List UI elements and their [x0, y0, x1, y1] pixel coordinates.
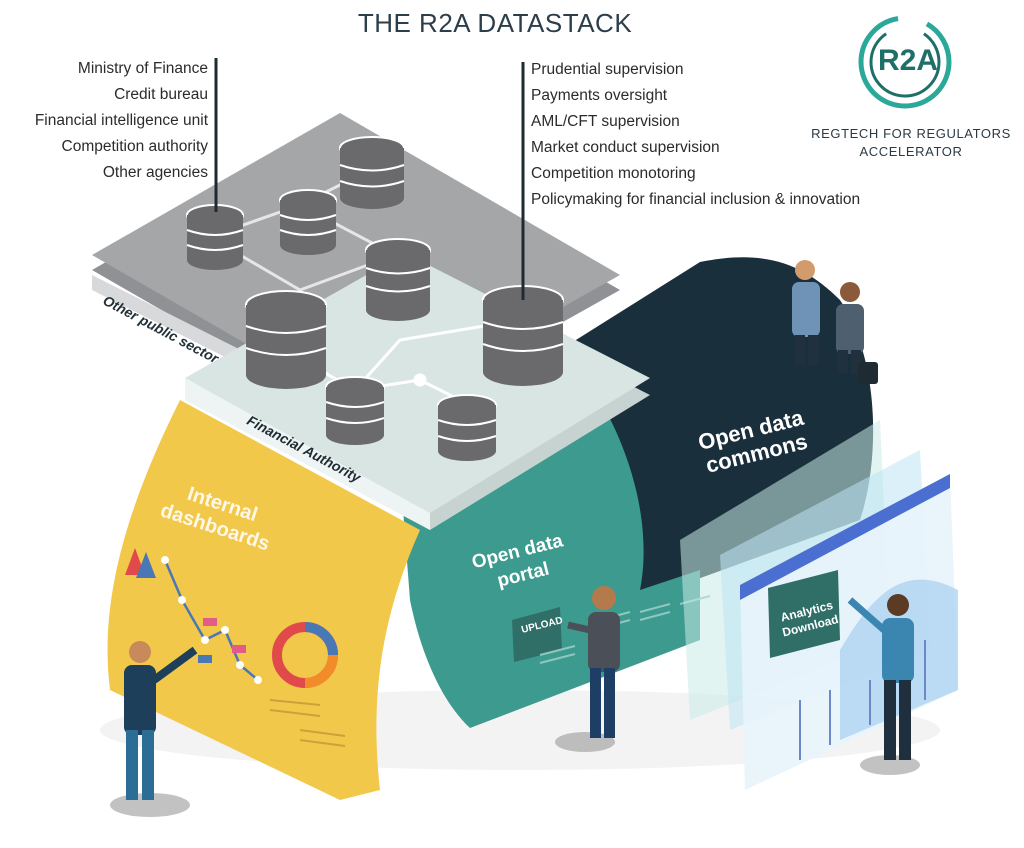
r2a-logo-mark: R2A — [878, 44, 939, 77]
person-icon — [555, 586, 620, 752]
logo-caption: REGTECH FOR REGULATORS ACCELERATOR — [811, 126, 1011, 159]
database-icon — [482, 285, 564, 386]
internal-dashboards-sheet — [107, 400, 420, 800]
upload-panel — [512, 607, 562, 662]
dashboard-line-chart — [161, 556, 262, 684]
list-item: Ministry of Finance — [77, 60, 208, 77]
person-icon — [847, 594, 920, 775]
list-item: Financial intelligence unit — [34, 112, 208, 129]
database-icon — [279, 189, 337, 255]
list-item: Competition monotoring — [531, 165, 696, 182]
list-item: Prudential supervision — [531, 61, 684, 78]
analytics-download-panel — [768, 570, 840, 658]
database-icon — [186, 204, 244, 270]
dashboard-donut-chart — [272, 622, 338, 688]
person-icon — [792, 260, 820, 365]
dashboard-bar-icon — [125, 548, 156, 578]
database-icon — [245, 290, 327, 389]
list-item: Payments oversight — [531, 87, 668, 104]
database-icon — [339, 136, 405, 209]
list-item: Other agencies — [102, 164, 208, 181]
list-item: Market conduct supervision — [531, 139, 720, 156]
list-item: AML/CFT supervision — [531, 113, 680, 130]
supervision-functions-list: Prudential supervision Payments oversigh… — [531, 57, 860, 213]
database-icon — [325, 376, 385, 445]
database-cylinders — [186, 136, 564, 461]
list-item: Credit bureau — [114, 86, 208, 103]
database-icon — [437, 394, 497, 461]
dashboard-text-lines — [269, 699, 346, 747]
r2a-logo-icon — [858, 15, 952, 109]
list-item: Competition authority — [61, 138, 208, 155]
other-agencies-list: Ministry of Finance Credit bureau Financ… — [35, 56, 208, 186]
list-item: Policymaking for financial inclusion & i… — [531, 191, 861, 208]
person-icon — [836, 282, 878, 384]
page-title: THE R2A DATASTACK — [357, 8, 633, 38]
person-icon — [110, 641, 198, 817]
database-icon — [365, 238, 431, 321]
